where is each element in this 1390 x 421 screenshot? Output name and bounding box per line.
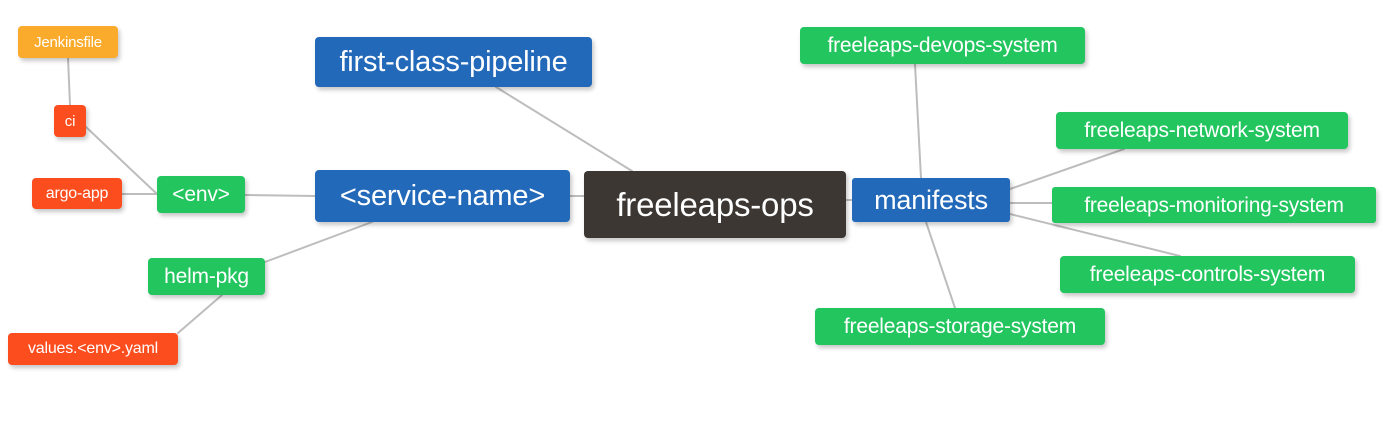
- node-freeleaps-controls-system[interactable]: freeleaps-controls-system: [1060, 256, 1355, 293]
- node-freeleaps-devops-system[interactable]: freeleaps-devops-system: [800, 27, 1085, 64]
- node-first-class-pipeline[interactable]: first-class-pipeline: [315, 37, 592, 87]
- node-ci[interactable]: ci: [54, 105, 86, 137]
- node-freeleaps-network-system[interactable]: freeleaps-network-system: [1056, 112, 1348, 149]
- edge-values-env-yaml-to-helm-pkg: [177, 294, 223, 334]
- node-service-name[interactable]: <service-name>: [315, 170, 570, 222]
- edge-manifests-to-freeleaps-network-system: [1009, 148, 1125, 190]
- node-freeleaps-monitoring-system[interactable]: freeleaps-monitoring-system: [1052, 187, 1376, 223]
- edge-manifests-to-freeleaps-devops-system: [914, 63, 922, 179]
- node-argo-app[interactable]: argo-app: [32, 178, 122, 209]
- edge-jenkinsfile-to-ci: [67, 57, 71, 106]
- node-freeleaps-ops[interactable]: freeleaps-ops: [584, 171, 846, 238]
- edge-env-to-service-name: [244, 194, 316, 197]
- edge-manifests-to-freeleaps-storage-system: [925, 221, 956, 309]
- edge-helm-pkg-to-service-name: [264, 221, 373, 263]
- node-freeleaps-storage-system[interactable]: freeleaps-storage-system: [815, 308, 1105, 345]
- node-helm-pkg[interactable]: helm-pkg: [148, 258, 265, 295]
- node-env[interactable]: <env>: [157, 176, 245, 213]
- node-manifests[interactable]: manifests: [852, 178, 1010, 222]
- node-values-env-yaml[interactable]: values.<env>.yaml: [8, 333, 178, 365]
- node-jenkinsfile[interactable]: Jenkinsfile: [18, 26, 118, 58]
- edge-first-class-pipeline-to-freeleaps-ops: [495, 86, 633, 172]
